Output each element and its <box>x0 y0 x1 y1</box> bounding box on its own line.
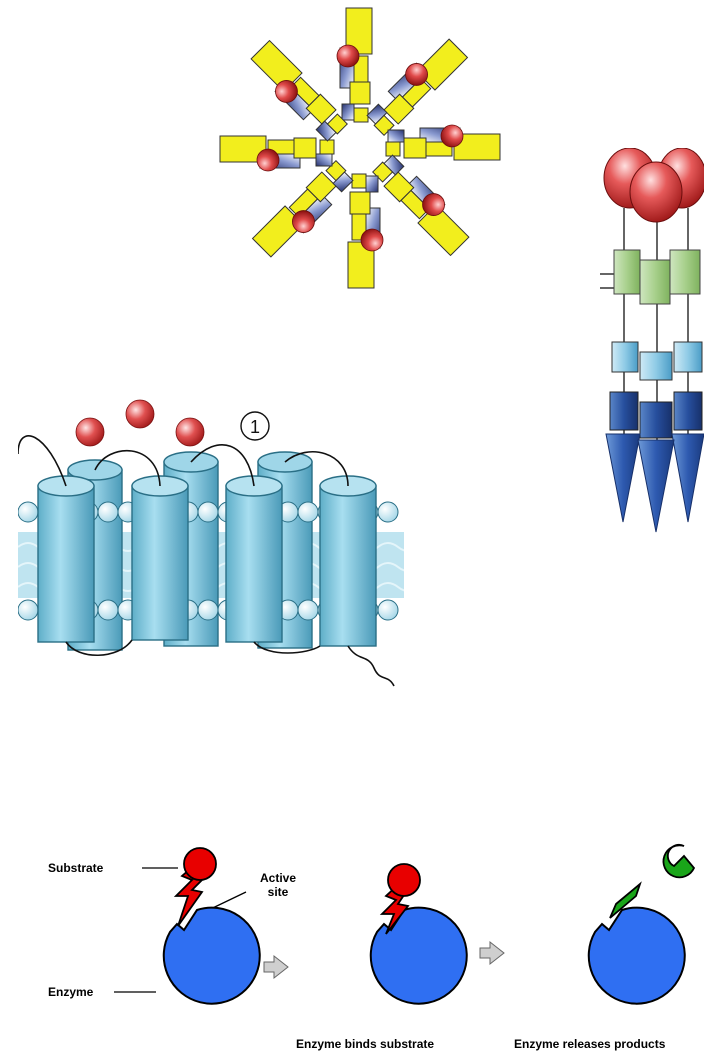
receptor-domain <box>640 402 672 438</box>
enzyme-label: Enzyme <box>48 985 94 999</box>
ion-ball <box>126 400 154 428</box>
product-hook <box>663 845 694 878</box>
caption-binds: Enzyme binds substrate <box>296 1037 434 1051</box>
receptor-domain <box>640 352 672 380</box>
helix-cylinder <box>226 486 282 642</box>
number-badge-label: 1 <box>250 417 260 437</box>
helix-cylinder <box>132 486 188 640</box>
rosette-arm <box>245 41 350 146</box>
receptor-domain <box>674 342 702 372</box>
active-site-label: Active <box>260 871 296 885</box>
receptor-stack <box>594 148 704 538</box>
helix-cylinder <box>320 486 376 646</box>
rosette-arm <box>220 136 334 171</box>
receptor-domain <box>612 342 638 372</box>
step-arrow <box>480 942 504 964</box>
rosette-arm <box>253 158 358 263</box>
ion-ball <box>176 418 204 446</box>
ion-ball <box>76 418 104 446</box>
receptor-cone <box>638 440 674 532</box>
receptor-domain <box>614 250 640 294</box>
receptor-domain <box>640 260 670 304</box>
active-site-label-2: site <box>268 885 289 899</box>
enzyme-shape <box>371 908 467 1004</box>
rosette-arm <box>362 33 467 138</box>
enzyme-shape <box>589 908 685 1004</box>
rosette-arm <box>386 125 500 160</box>
rosette-arm <box>348 174 383 288</box>
receptor-cone <box>672 434 704 522</box>
substrate-label: Substrate <box>48 861 104 875</box>
enzyme-shape <box>164 908 260 1004</box>
helix-cylinder <box>38 486 94 642</box>
caption-releases: Enzyme releases products <box>514 1037 666 1051</box>
enzyme-mechanism: Substrate Active site Enzyme Enzyme bind… <box>44 826 704 1052</box>
receptor-domain <box>610 392 638 430</box>
membrane-channel: 1 <box>18 392 404 690</box>
step-arrow <box>264 956 288 978</box>
receptor-domain <box>670 250 700 294</box>
receptor-domain <box>674 392 702 430</box>
receptor-cone <box>606 434 640 522</box>
rosette-complex <box>215 0 505 296</box>
rosette-arm <box>337 8 372 122</box>
rosette-arm <box>370 150 475 255</box>
receptor-head <box>630 162 682 222</box>
